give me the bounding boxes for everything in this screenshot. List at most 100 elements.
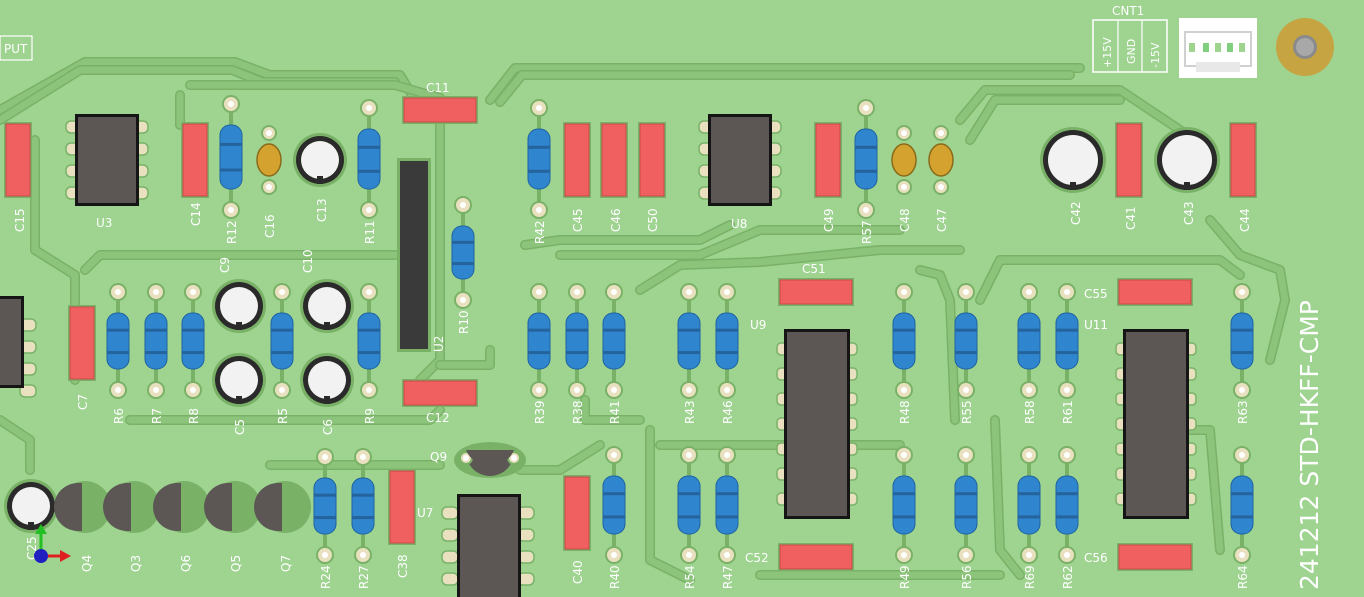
resistor-r8 bbox=[181, 312, 205, 370]
trace bbox=[636, 246, 964, 294]
resistor-band bbox=[182, 351, 204, 355]
electrolytic-stripe bbox=[236, 322, 242, 330]
smd-cap-label: C40 bbox=[571, 560, 585, 584]
pad-hole bbox=[366, 105, 372, 111]
smd-cap-label: C56 bbox=[1084, 551, 1108, 565]
pad-hole bbox=[1064, 289, 1070, 295]
resistor-band bbox=[855, 145, 877, 149]
pad-hole bbox=[511, 455, 517, 461]
trace bbox=[81, 251, 399, 274]
pad-hole bbox=[963, 552, 969, 558]
trace bbox=[581, 396, 644, 424]
resistor-label: R43 bbox=[683, 400, 697, 424]
resistor-band bbox=[678, 515, 700, 519]
electrolytic-label: C10 bbox=[301, 249, 315, 273]
resistor-label: R8 bbox=[187, 408, 201, 424]
pad-hole bbox=[279, 387, 285, 393]
pad-hole bbox=[901, 552, 907, 558]
resistor-r64 bbox=[1230, 475, 1254, 535]
resistor-label: R46 bbox=[721, 400, 735, 424]
electrolytic-label: C6 bbox=[321, 419, 335, 435]
trace bbox=[956, 86, 1184, 134]
resistor-band bbox=[220, 168, 242, 172]
transistor-label: Q5 bbox=[229, 555, 243, 572]
resistor-label: R5 bbox=[276, 408, 290, 424]
ceramic-cap-label: C16 bbox=[263, 214, 277, 238]
ceramic-cap-c47 bbox=[928, 143, 954, 177]
resistor-band bbox=[955, 492, 977, 496]
pad-hole bbox=[115, 289, 121, 295]
ic-pin bbox=[441, 506, 459, 520]
smd-cap-label: C55 bbox=[1084, 287, 1108, 301]
transistor-flat bbox=[127, 483, 131, 531]
electrolytic-top bbox=[308, 361, 346, 399]
resistor-band bbox=[1018, 492, 1040, 496]
electrolytic-label: C13 bbox=[315, 198, 329, 222]
connector-pin-label: -15V bbox=[1149, 42, 1162, 68]
transistor-q6 bbox=[153, 483, 177, 531]
resistor-label: R27 bbox=[357, 565, 371, 589]
resistor-label: R61 bbox=[1061, 400, 1075, 424]
resistor-band bbox=[528, 328, 550, 332]
resistor-band bbox=[716, 492, 738, 496]
ic-u8 bbox=[711, 117, 769, 203]
resistor-label: R47 bbox=[721, 565, 735, 589]
ceramic-cap-c48 bbox=[891, 143, 917, 177]
resistor-band bbox=[893, 515, 915, 519]
resistor-r40 bbox=[602, 475, 626, 535]
pad-hole bbox=[901, 184, 907, 190]
electrolytic-top bbox=[220, 361, 258, 399]
electrolytic-stripe bbox=[1184, 182, 1190, 190]
pad-hole bbox=[228, 101, 234, 107]
resistor-band bbox=[855, 169, 877, 173]
resistor-label: R11 bbox=[363, 220, 377, 244]
smd-cap-label: C44 bbox=[1238, 208, 1252, 232]
pad-hole bbox=[190, 289, 196, 295]
pad-hole bbox=[153, 289, 159, 295]
resistor-band bbox=[1231, 492, 1253, 496]
resistor-band bbox=[528, 169, 550, 173]
resistor-band bbox=[352, 516, 374, 520]
electrolytic-stripe bbox=[28, 522, 34, 530]
smd-cap-label: C45 bbox=[571, 208, 585, 232]
resistor-band bbox=[1056, 492, 1078, 496]
trace bbox=[496, 71, 1074, 106]
resistor-r43 bbox=[677, 312, 701, 370]
resistor-r49 bbox=[892, 475, 916, 535]
smd-cap-label: C50 bbox=[646, 208, 660, 232]
resistor-r7 bbox=[144, 312, 168, 370]
ceramic-cap-label: C48 bbox=[898, 208, 912, 232]
ic-u3 bbox=[78, 117, 136, 203]
connector-pin bbox=[1227, 43, 1233, 52]
electrolytic-stripe bbox=[317, 176, 323, 184]
resistor-label: R55 bbox=[960, 400, 974, 424]
ic-label: U3 bbox=[96, 216, 112, 230]
resistor-label: R56 bbox=[960, 565, 974, 589]
pad-hole bbox=[366, 207, 372, 213]
electrolytic-stripe bbox=[324, 396, 330, 404]
resistor-label: R38 bbox=[571, 400, 585, 424]
connector-pin bbox=[1239, 43, 1245, 52]
transistor-flat bbox=[177, 483, 181, 531]
resistor-r55 bbox=[954, 312, 978, 370]
smd-cap-label: C52 bbox=[745, 551, 769, 565]
connector-latch bbox=[1196, 62, 1240, 72]
resistor-band bbox=[1018, 328, 1040, 332]
smd-cap-c12 bbox=[403, 380, 477, 406]
ic-label: U2 bbox=[432, 336, 446, 352]
resistor-r38 bbox=[565, 312, 589, 370]
transistor-flat bbox=[228, 483, 232, 531]
resistor-band bbox=[271, 351, 293, 355]
board-title: 241212 STD-HKFF-CMP bbox=[1295, 300, 1324, 590]
resistor-band bbox=[107, 351, 129, 355]
trace bbox=[646, 426, 694, 584]
resistor-band bbox=[145, 351, 167, 355]
transistor-q4 bbox=[54, 483, 78, 531]
pad-hole bbox=[266, 130, 272, 136]
resistor-r54 bbox=[677, 475, 701, 535]
pad-hole bbox=[1239, 452, 1245, 458]
resistor-band bbox=[1018, 351, 1040, 355]
electrolytic-label: C42 bbox=[1069, 201, 1083, 225]
connector-ref: CNT1 bbox=[1112, 4, 1144, 18]
smd-cap-label: C14 bbox=[189, 202, 203, 226]
